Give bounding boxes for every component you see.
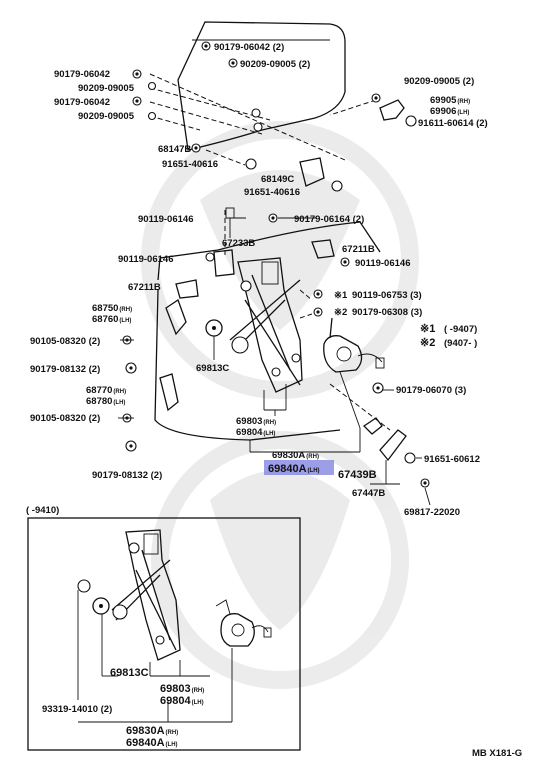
inset-leaders bbox=[77, 590, 233, 723]
label-90179-06042-l2: 90179-06042 bbox=[54, 97, 110, 108]
inset-label-69813c: 69813C bbox=[110, 667, 149, 679]
diagram-code: MB X181-G bbox=[472, 748, 522, 759]
label-90105-08320-a: 90105-08320 (2) bbox=[30, 336, 100, 347]
lower-channel-68770 bbox=[159, 373, 179, 412]
regulator-gear bbox=[205, 319, 223, 337]
label-69906: 69906(LH) bbox=[430, 106, 469, 117]
label-90209-09005-r: 90209-09005 (2) bbox=[404, 76, 474, 87]
label-91651-40616-r: 91651-40616 bbox=[244, 187, 300, 198]
label-68780: 68780(LH) bbox=[86, 396, 125, 407]
label-68149c: 68149C bbox=[261, 174, 294, 185]
label-90179-08132-a: 90179-08132 (2) bbox=[30, 364, 100, 375]
highlight-69840a bbox=[264, 460, 334, 475]
inset-regulator bbox=[111, 529, 181, 661]
upper-bracket-67233b bbox=[213, 249, 235, 277]
door-glass bbox=[177, 21, 346, 151]
label-90179-06042-l1: 90179-06042 bbox=[54, 69, 110, 80]
label-69803: 69803(RH) bbox=[236, 416, 276, 427]
label-69905: 69905(RH) bbox=[430, 95, 470, 106]
bracket-67211b-left bbox=[175, 279, 199, 299]
label-69840a: 69840A(LH) bbox=[268, 463, 320, 475]
label-68770: 68770(RH) bbox=[86, 385, 126, 396]
label-90209-09005-l2: 90209-09005 bbox=[78, 111, 135, 122]
variant-legend: ※1 ( -9407) ※2 (9407- ) bbox=[420, 323, 477, 349]
inset-label-69830a: 69830A(RH) bbox=[126, 725, 178, 737]
legend-mark-2: ※2 bbox=[420, 337, 435, 349]
window-regulator bbox=[229, 257, 303, 410]
label-90179-06042-2: 90179-06042 (2) bbox=[214, 42, 284, 53]
label-x2: ※2 bbox=[334, 307, 347, 318]
inset-label-69840a: 69840A(LH) bbox=[126, 737, 178, 749]
inset-panel: ( -9410) bbox=[26, 505, 301, 751]
label-67211b-r: 67211B bbox=[342, 244, 375, 255]
label-91651-40616-l: 91651-40616 bbox=[162, 159, 218, 170]
inset-range-label: ( -9410) bbox=[26, 505, 59, 516]
label-90119-06146-a: 90119-06146 bbox=[138, 214, 193, 225]
regulator-motor bbox=[323, 317, 385, 373]
label-69817-22020: 69817-22020 bbox=[404, 507, 460, 518]
glass-leaders bbox=[149, 73, 377, 255]
label-68147b: 68147B bbox=[158, 144, 191, 155]
label-90179-06308: 90179-06308 (3) bbox=[352, 307, 422, 318]
watermark-emblem bbox=[141, 121, 419, 689]
label-69830a: 69830A(RH) bbox=[272, 450, 319, 461]
label-67211b-l: 67211B bbox=[128, 282, 161, 293]
legend-range-1: ( -9407) bbox=[444, 324, 477, 335]
label-90119-06146-b: 90119-06146 bbox=[118, 254, 173, 265]
label-90209-09005-2: 90209-09005 (2) bbox=[240, 59, 310, 70]
legend-range-2: (9407- ) bbox=[444, 338, 477, 349]
label-90179-08132-b: 90179-08132 (2) bbox=[92, 470, 162, 481]
label-90179-06164: 90179-06164 (2) bbox=[294, 214, 364, 225]
label-68750: 68750(RH) bbox=[92, 303, 132, 314]
glass-stopper bbox=[379, 99, 405, 121]
legend-mark-1: ※1 bbox=[420, 323, 435, 335]
inset-screw-93319 bbox=[77, 579, 91, 593]
label-91611-60614: 91611-60614 (2) bbox=[418, 118, 488, 129]
cover-67447b bbox=[362, 417, 383, 435]
label-69813c-main: 69813C bbox=[196, 363, 229, 374]
label-90119-06753: 90119-06753 (3) bbox=[352, 290, 422, 301]
inset-label-93319: 93319-14010 (2) bbox=[42, 704, 112, 715]
label-91651-60612: 91651-60612 bbox=[424, 454, 480, 465]
lower-channel-68750 bbox=[165, 299, 187, 336]
label-x1: ※1 bbox=[334, 290, 348, 301]
glass-channel-bracket bbox=[299, 157, 325, 187]
label-90119-06146-c: 90119-06146 bbox=[355, 258, 410, 269]
label-69804: 69804(LH) bbox=[236, 427, 275, 438]
label-90179-06070: 90179-06070 (3) bbox=[396, 385, 466, 396]
label-67447b: 67447B bbox=[352, 488, 385, 499]
handle-67439b bbox=[379, 429, 407, 462]
main-labels: 90179-06042 (2) 90209-09005 (2) 90179-06… bbox=[30, 42, 488, 518]
label-67439b: 67439B bbox=[338, 469, 377, 481]
inset-motor bbox=[215, 599, 272, 647]
bracket-67211b-right bbox=[311, 239, 335, 259]
label-90209-09005-l1: 90209-09005 bbox=[78, 83, 135, 94]
main-leaders bbox=[118, 217, 431, 506]
label-90105-08320-b: 90105-08320 (2) bbox=[30, 413, 100, 424]
door-inner-panel bbox=[154, 221, 381, 441]
inset-label-69803: 69803(RH) bbox=[160, 683, 204, 695]
glass-fasteners bbox=[132, 41, 417, 192]
label-68760: 68760(LH) bbox=[92, 314, 131, 325]
label-67233b: 67233B bbox=[222, 238, 255, 249]
inset-gear bbox=[92, 597, 110, 615]
inset-label-69804: 69804(LH) bbox=[160, 695, 204, 707]
